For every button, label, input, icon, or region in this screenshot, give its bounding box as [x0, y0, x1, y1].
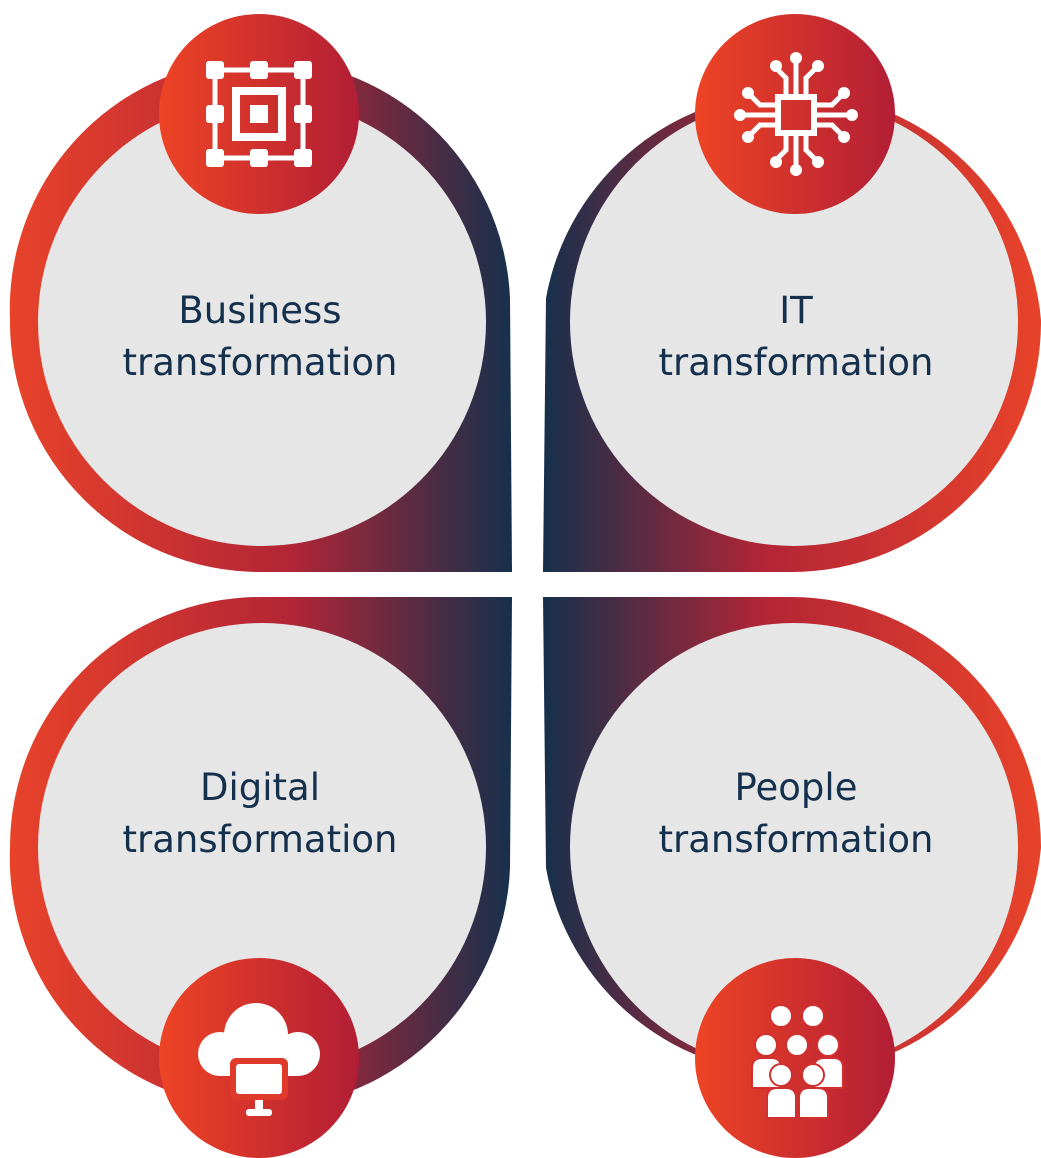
quadrant-people [543, 596, 1041, 1075]
label-business-line1: Business [178, 289, 342, 332]
label-digital-line2: transformation [122, 818, 398, 861]
label-digital-line1: Digital [200, 766, 320, 809]
label-it-line2: transformation [658, 341, 934, 384]
label-people: People transformation [606, 762, 986, 866]
badge-digital [159, 958, 359, 1158]
label-people-line1: People [734, 766, 858, 809]
badge-business [159, 14, 359, 214]
quadrant-it [543, 92, 1041, 573]
label-business: Business transformation [70, 285, 450, 389]
label-it: IT transformation [606, 285, 986, 389]
cloud-computer-icon [198, 1003, 320, 1116]
label-people-line2: transformation [658, 818, 934, 861]
circuit-chip-icon [734, 52, 858, 176]
label-it-line1: IT [779, 289, 813, 332]
badge-it [695, 14, 895, 214]
people-group-icon [751, 1004, 844, 1119]
circle-digital [38, 623, 486, 1071]
quadrant-business [9, 58, 512, 573]
circle-business [38, 98, 486, 546]
label-digital: Digital transformation [70, 762, 450, 866]
label-business-line2: transformation [122, 341, 398, 384]
badge-people [695, 958, 895, 1158]
circle-it [570, 98, 1018, 546]
network-grid-icon [206, 61, 312, 167]
quadrant-digital [9, 597, 512, 1109]
circle-people [570, 623, 1018, 1071]
